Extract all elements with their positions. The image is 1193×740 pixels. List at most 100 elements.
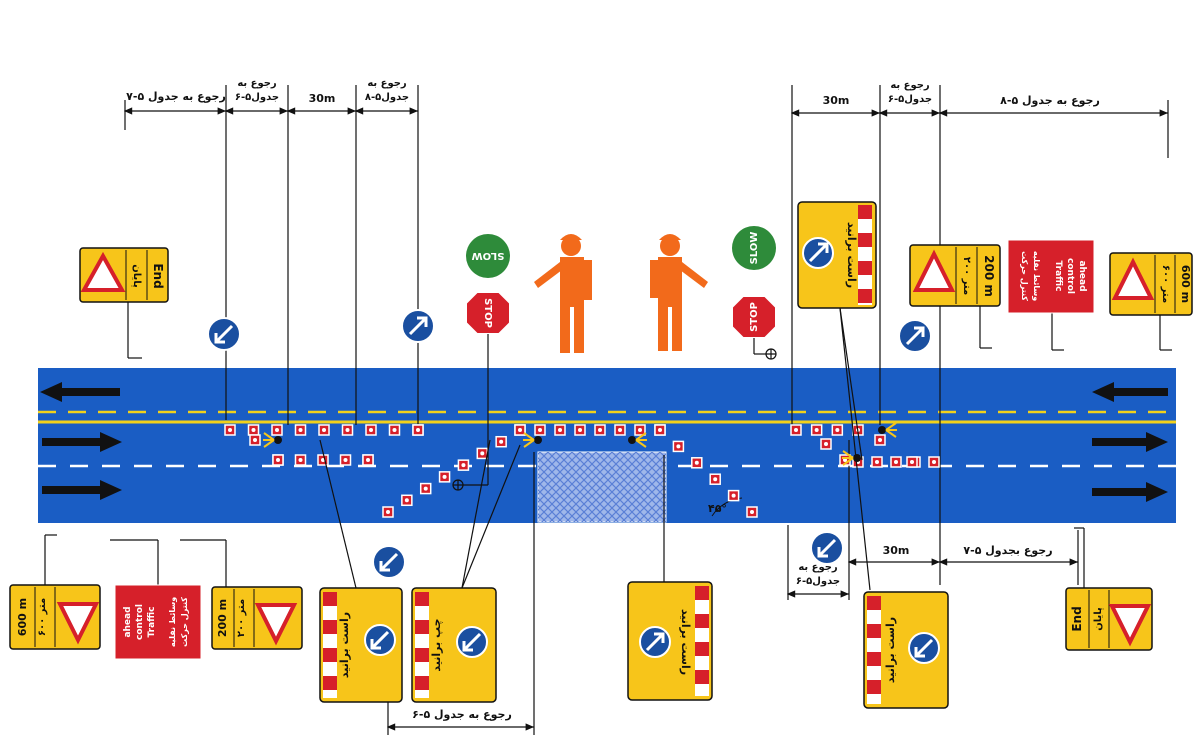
keep-right-arrow-icon (645, 632, 665, 652)
traffic-cone (247, 424, 260, 436)
traffic-cone (634, 424, 646, 436)
ref-6-5-label-right-b: جدول۵-۶ (888, 94, 932, 105)
tc-english-1: Traffic (1053, 260, 1063, 291)
tc-english-3-bottom: ahead (123, 606, 133, 637)
traffic-cone (495, 435, 507, 448)
men-at-work-icon (1111, 257, 1155, 300)
traffic-cone (874, 434, 886, 446)
bottom-right-dimensions: رجوع به جدول۵-۶ 30m رجوع بجدول ۵-۷ (786, 440, 1079, 600)
ref-6-5-label-bottom-a: رجوع به (798, 562, 838, 573)
end-persian: پایان (131, 264, 142, 288)
dist-200-english-bottom: 200 m (216, 599, 229, 637)
traffic-cone (341, 424, 354, 436)
dist-200-persian-bottom: ۲۰۰ متر (236, 599, 247, 637)
slow-label-left: SLOW (472, 250, 505, 261)
keep-right-text-b4: راست برانید (884, 617, 897, 683)
traffic-cone (746, 506, 758, 518)
tc-english-2-bottom: control (135, 604, 145, 640)
ref-6-5-label-b: جدول۵-۶ (235, 92, 279, 103)
traffic-cone (339, 454, 352, 466)
top-right-dimensions: 30m رجوع به جدول۵-۶ رجوع به جدول ۵-۸ (790, 80, 1169, 460)
traffic-cone (365, 424, 377, 436)
top-left-dimensions: رجوع به جدول ۵-۷ رجوع به جدول۵-۶ 30m رجو… (123, 78, 419, 425)
traffic-cone (654, 424, 666, 436)
traffic-control-sign-top: کنترل حرکت وسائط نقلیه Traffic control a… (1007, 239, 1095, 351)
dist-600-sign-top: ۶۰۰ متر 600 m (1109, 252, 1193, 351)
traffic-cone (534, 424, 546, 436)
traffic-cone (401, 494, 413, 507)
keep-left-arrow-icon (214, 324, 234, 344)
traffic-cone (294, 424, 307, 436)
keep-right-barricade-bottom-3: راست برانید (627, 455, 713, 701)
dist-200-english: 200 m (982, 255, 996, 297)
traffic-cone (476, 447, 489, 460)
angle-marker: ۴۵° (708, 497, 743, 517)
traffic-cone (457, 459, 470, 471)
keep-left-barricade-bottom-4: راست برانید (863, 591, 949, 709)
traffic-cone (382, 506, 394, 518)
traffic-cone (594, 424, 606, 436)
traffic-cone (317, 454, 329, 466)
men-at-work-icon (56, 602, 100, 645)
traffic-cone (272, 454, 284, 466)
narrow-road-icon (254, 603, 298, 646)
traffic-cone (514, 424, 526, 436)
traffic-cone (438, 471, 451, 483)
flagger-left: SLOW STOP (452, 234, 592, 491)
traffic-cone (810, 424, 823, 436)
ref-8-5-label-a: رجوع به (367, 78, 407, 89)
men-at-work-icon (80, 251, 126, 292)
end-english: End (151, 263, 165, 288)
dist-200-sign-bottom: ۲۰۰ متر 200 m (180, 539, 303, 650)
dist-600-english: 600 m (1179, 265, 1192, 303)
traffic-cone (906, 456, 918, 468)
keep-right-text-b3: راست برانید (679, 609, 692, 675)
traffic-cone (672, 440, 685, 453)
traffic-cone (574, 424, 586, 436)
keep-right-arrow-icon (808, 242, 829, 263)
end-english-bottom: End (1070, 606, 1084, 631)
ref-6-5-label-bottom-center: رجوع به جدول ۵-۶ (412, 708, 512, 721)
keep-right-text-top: راست برانید (845, 222, 858, 288)
keep-left-barricade-bottom-1: راست برانید (319, 439, 403, 703)
dist-30m-label-right: 30m (823, 94, 850, 107)
traffic-cone (249, 434, 261, 446)
traffic-cone (790, 424, 802, 436)
traffic-arrows (40, 382, 1168, 502)
tc-english-1-bottom: Traffic (147, 606, 157, 637)
mandatory-disc-3 (898, 319, 932, 353)
end-persian-bottom: پایان (1093, 607, 1104, 631)
keep-left-arrow-icon (817, 538, 837, 558)
dist-600-sign-bottom: ۶۰۰ متر 600 m (9, 534, 101, 650)
ref-7-5-label-bottom: رجوع بجدول ۵-۷ (963, 544, 1052, 557)
slow-label-right: SLOW (749, 232, 760, 265)
dist-30m-label-bottom: 30m (883, 544, 910, 557)
traffic-cone (318, 424, 330, 436)
keep-left-barricade-bottom-2: چپ برانید (411, 439, 521, 703)
dist-600-english-bottom: 600 m (16, 598, 29, 636)
traffic-cone (412, 424, 424, 436)
traffic-cone (727, 489, 740, 502)
keep-left-arrow-icon (914, 638, 934, 658)
traffic-cone (224, 424, 236, 436)
dist-200-sign-top: ۲۰۰ متر 200 m (909, 244, 1001, 349)
traffic-cone (890, 456, 902, 468)
traffic-cone (831, 424, 844, 436)
ref-6-5-label-bottom-b: جدول۵-۶ (796, 576, 840, 587)
men-at-work-icon (1108, 604, 1152, 647)
mandatory-disc-2 (401, 309, 435, 343)
dist-30m-label: 30m (309, 92, 336, 105)
keep-right-arrow-icon (905, 326, 925, 346)
traffic-cone (271, 424, 283, 436)
tc-persian-1-bottom: کنترل حرکت (180, 597, 189, 647)
traffic-cone (388, 424, 401, 436)
dist-600-persian: ۶۰۰ متر (1160, 265, 1171, 303)
traffic-cone (554, 424, 566, 436)
keep-left-arrow-icon (379, 552, 399, 572)
ref-6-5-label-right-a: رجوع به (890, 80, 930, 91)
keep-right-text-b1: راست برانید (338, 612, 351, 678)
ref-8-5-label-b: جدول۵-۸ (365, 92, 409, 103)
traffic-cone (691, 457, 703, 469)
warning-lights (263, 422, 897, 466)
